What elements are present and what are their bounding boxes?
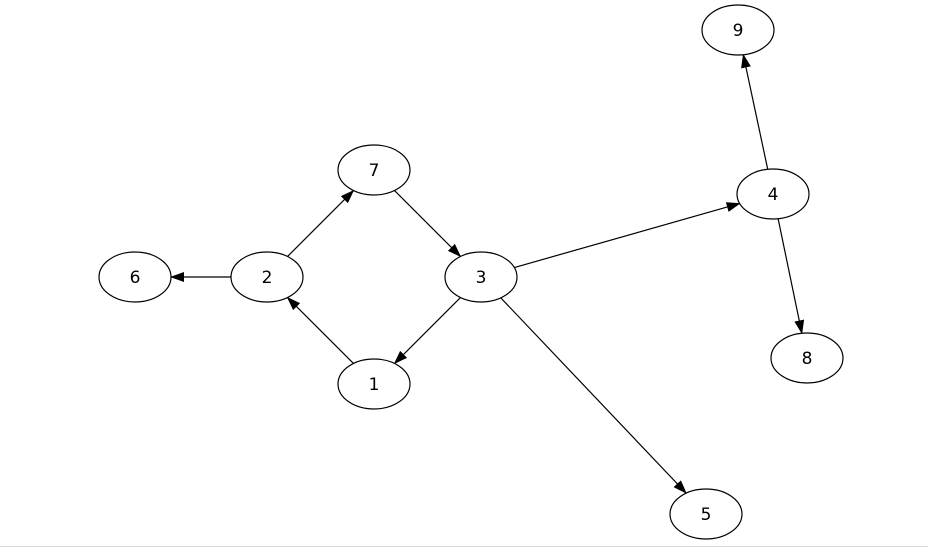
node-4-label: 4: [768, 185, 779, 205]
node-7-ellipse: [337, 144, 411, 196]
node-2: 2: [230, 251, 304, 303]
node-3-label: 3: [476, 268, 487, 288]
node-9: 9: [701, 4, 775, 56]
node-6: 6: [98, 251, 172, 303]
node-3: 3: [444, 251, 518, 303]
node-5-ellipse: [669, 488, 743, 540]
node-2-ellipse: [230, 251, 304, 303]
node-1-label: 1: [369, 375, 380, 395]
node-9-label: 9: [733, 21, 744, 41]
node-3-ellipse: [444, 251, 518, 303]
edge-3-to-1: [393, 297, 461, 365]
nodes-layer: 1 2 3 4 5 6 7 8 9: [98, 4, 844, 540]
node-6-label: 6: [130, 268, 141, 288]
edge-3-to-5: [500, 297, 687, 494]
edge-2-to-7: [287, 189, 355, 257]
node-4-ellipse: [736, 168, 810, 220]
node-1: 1: [337, 358, 411, 410]
node-8-ellipse: [770, 332, 844, 384]
node-8: 8: [770, 332, 844, 384]
edge-4-to-8: [777, 218, 805, 335]
bottom-divider: [0, 546, 928, 547]
node-8-label: 8: [802, 349, 813, 369]
node-2-label: 2: [262, 268, 273, 288]
edge-4-to-9: [741, 53, 769, 170]
node-7: 7: [337, 144, 411, 196]
node-5: 5: [669, 488, 743, 540]
node-9-ellipse: [701, 4, 775, 56]
node-1-ellipse: [337, 358, 411, 410]
edge-3-to-4: [514, 202, 741, 269]
edge-1-to-2: [286, 296, 354, 364]
node-7-label: 7: [369, 161, 380, 181]
edges-layer: [170, 53, 805, 494]
node-5-label: 5: [701, 505, 712, 525]
node-6-ellipse: [98, 251, 172, 303]
edge-7-to-3: [394, 190, 462, 258]
node-4: 4: [736, 168, 810, 220]
